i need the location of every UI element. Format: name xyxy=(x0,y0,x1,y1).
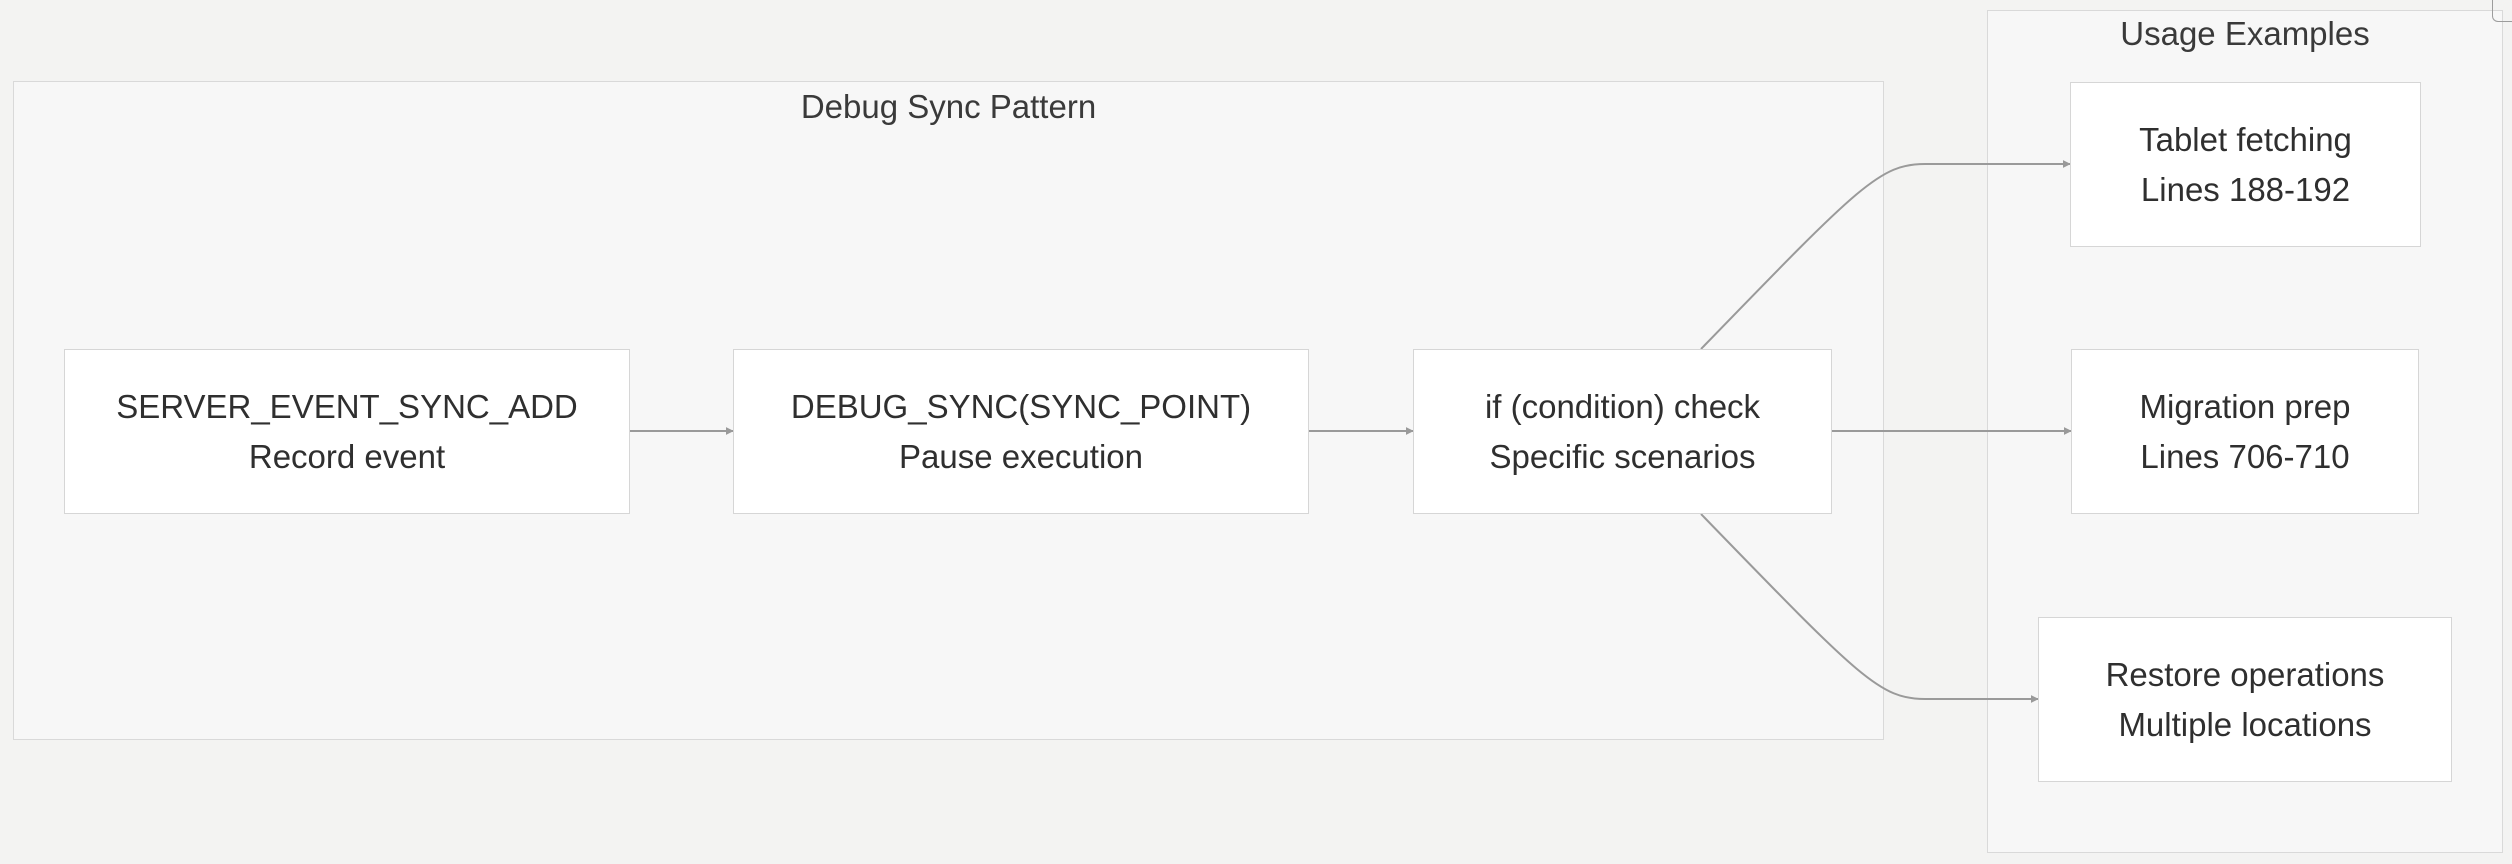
node-condition-check-line2: Specific scenarios xyxy=(1489,437,1756,475)
node-condition-check: if (condition) check Specific scenarios xyxy=(1413,349,1832,514)
cluster-title-debug-sync-pattern: Debug Sync Pattern xyxy=(800,88,1097,125)
node-migration-prep-line1: Migration prep xyxy=(2139,387,2351,425)
node-server-event-sync-add: SERVER_EVENT_SYNC_ADD Record event xyxy=(64,349,630,514)
node-restore-operations: Restore operations Multiple locations xyxy=(2038,617,2452,782)
node-migration-prep-line2: Lines 706-710 xyxy=(2140,437,2350,475)
node-restore-operations-line1: Restore operations xyxy=(2105,655,2385,693)
node-debug-sync-point: DEBUG_SYNC(SYNC_POINT) Pause execution xyxy=(733,349,1309,514)
node-server-event-sync-add-line1: SERVER_EVENT_SYNC_ADD xyxy=(116,387,578,425)
node-debug-sync-point-line2: Pause execution xyxy=(898,437,1143,475)
edge-condition-to-restore xyxy=(1700,513,2039,703)
node-condition-check-line1: if (condition) check xyxy=(1484,387,1761,425)
node-tablet-fetching-line2: Lines 188-192 xyxy=(2140,170,2351,208)
node-tablet-fetching-line1: Tablet fetching xyxy=(2139,120,2352,158)
node-migration-prep: Migration prep Lines 706-710 xyxy=(2071,349,2419,514)
node-tablet-fetching: Tablet fetching Lines 188-192 xyxy=(2070,82,2421,247)
cluster-title-usage-examples: Usage Examples xyxy=(2120,15,2370,52)
edge-condition-to-tablet xyxy=(1700,160,2071,350)
node-debug-sync-point-line1: DEBUG_SYNC(SYNC_POINT) xyxy=(790,387,1252,425)
node-restore-operations-line2: Multiple locations xyxy=(2118,705,2372,743)
corner-expand-icon xyxy=(2492,0,2512,22)
node-server-event-sync-add-line2: Record event xyxy=(248,437,446,475)
